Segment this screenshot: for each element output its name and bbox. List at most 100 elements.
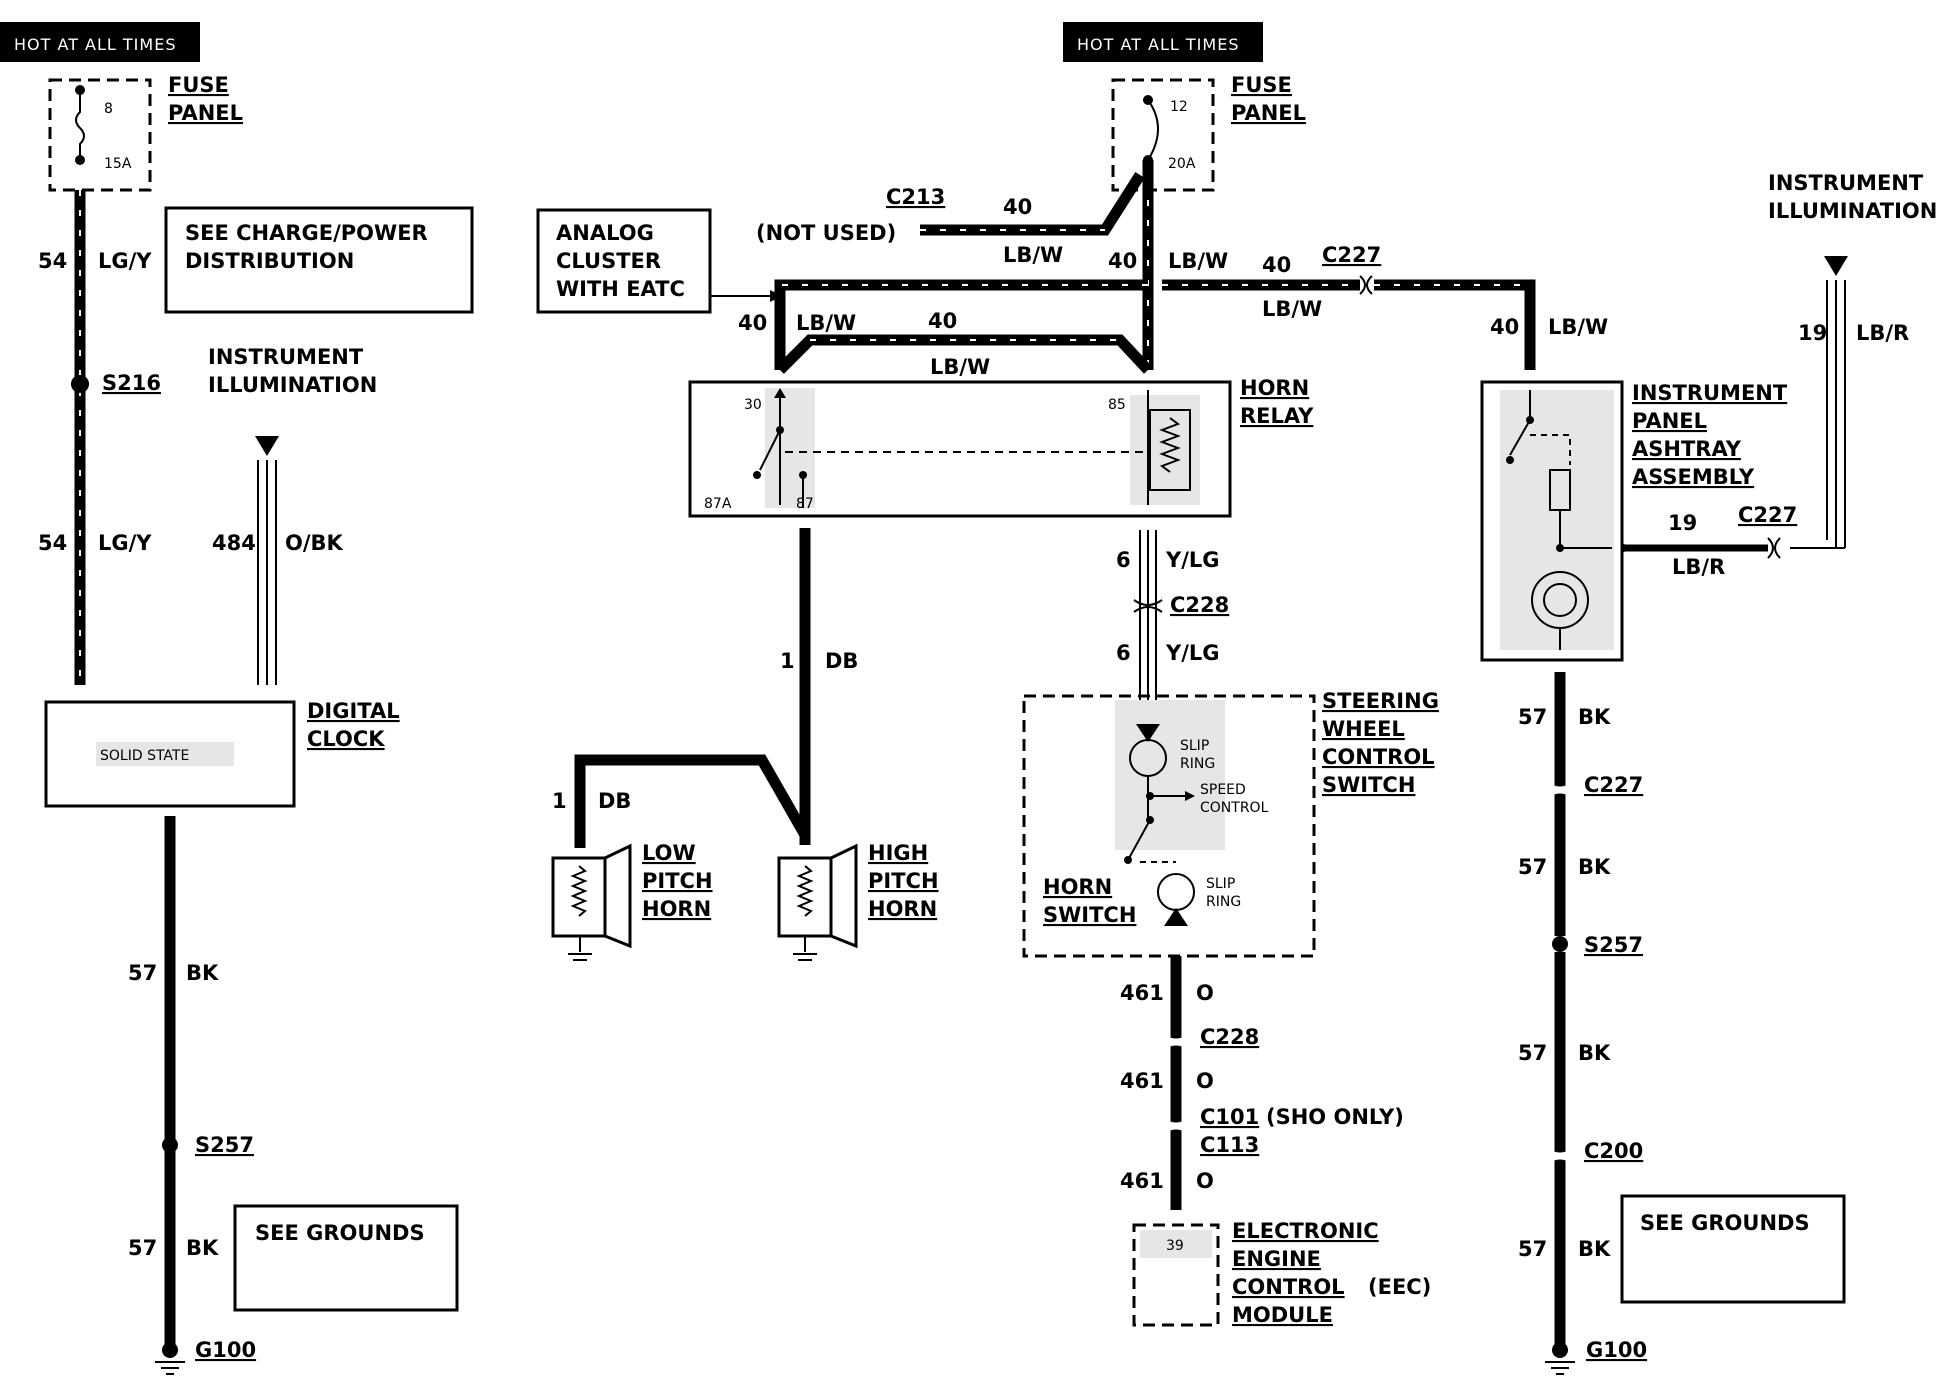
wire-40-rail-num-1: 40 — [738, 311, 767, 335]
wire-40-c213-color: LB/W — [1003, 243, 1063, 267]
wire-57-left-color-2: BK — [186, 1236, 219, 1260]
wire-461-color-2: O — [1196, 1069, 1214, 1093]
wire-461-color-1: O — [1196, 981, 1214, 1005]
middle-circuit: HOT AT ALL TIMES 12 20A FUSE PANEL C213 … — [536, 22, 1439, 1327]
steering-wheel-control-switch — [1022, 694, 1316, 958]
wire-57-left-color-1: BK — [186, 961, 219, 985]
wire-57-right-color-4: BK — [1578, 1237, 1611, 1261]
hot-label-mid: HOT AT ALL TIMES — [1077, 35, 1239, 54]
wire-40-main-num: 40 — [1108, 249, 1137, 273]
fuse-rating-mid: 20A — [1168, 156, 1196, 172]
c228-upper-label: C228 — [1170, 593, 1229, 617]
wire-19-num-2: 19 — [1668, 511, 1697, 535]
fuse-panel-left-label-2: PANEL — [168, 101, 243, 125]
wire-19-num-1: 19 — [1798, 321, 1827, 345]
low-horn-label-3: HORN — [642, 897, 711, 921]
g100-left-label: G100 — [195, 1338, 256, 1362]
wire-40-c213-num: 40 — [1003, 195, 1032, 219]
eec-module — [1132, 1223, 1220, 1327]
analog-line-2: CLUSTER — [556, 249, 661, 273]
wire-19-color-2: LB/R — [1672, 555, 1725, 579]
g100-right-label: G100 — [1586, 1338, 1647, 1362]
fuse-panel-mid-label-2: PANEL — [1231, 101, 1306, 125]
left-circuit: HOT AT ALL TIMES 8 15A FUSE PANEL S216 5… — [0, 22, 474, 1375]
fuse-number-left: 8 — [104, 101, 113, 117]
digital-clock-label-2: CLOCK — [307, 727, 385, 751]
charge-power-line-1: SEE CHARGE/POWER — [185, 221, 428, 245]
analog-cluster-note — [536, 208, 712, 314]
c228-lower-label: C228 — [1200, 1025, 1259, 1049]
wire-40-right-num-2: 40 — [1490, 315, 1519, 339]
c101-label: C101 — [1200, 1105, 1259, 1129]
solid-state-label: SOLID STATE — [100, 748, 189, 764]
wire-57-left-num-2: 57 — [128, 1236, 157, 1260]
low-pitch-horn — [551, 856, 607, 938]
wire-19-color-1: LB/R — [1856, 321, 1909, 345]
illumination-arrow-left — [255, 436, 279, 456]
wire-40-rail-num-2: 40 — [928, 309, 957, 333]
wire-54-num-2: 54 — [38, 531, 67, 555]
see-grounds-right-text: SEE GROUNDS — [1640, 1211, 1810, 1235]
right-circuit: 40 C227 LB/W 40 LB/W INSTRUMENT ILLUMINA… — [1162, 171, 1937, 1375]
fuse-rating-left: 15A — [104, 156, 132, 172]
wire-40-main-color: LB/W — [1168, 249, 1228, 273]
wire-484-color: O/BK — [285, 531, 344, 555]
c227-lower-label: C227 — [1584, 773, 1643, 797]
high-pitch-horn — [777, 856, 833, 938]
wire-40-right-color-1: LB/W — [1262, 297, 1322, 321]
hot-label-left-bg — [0, 22, 200, 62]
digital-clock-label-1: DIGITAL — [307, 699, 400, 723]
speed-label: SPEED — [1200, 782, 1246, 798]
steering-label-3: CONTROL — [1322, 745, 1435, 769]
wire-57-right-num-4: 57 — [1518, 1237, 1547, 1261]
c227-right — [1767, 537, 1781, 559]
wire-54-color-2: LG/Y — [98, 531, 152, 555]
wire-54-num-1: 54 — [38, 249, 67, 273]
slip-ring-2-label-2: RING — [1206, 894, 1241, 910]
eec-label-2: ENGINE — [1232, 1247, 1321, 1271]
wire-6-num-1: 6 — [1116, 548, 1131, 572]
instrument-illumination-right-2: ILLUMINATION — [1768, 199, 1937, 223]
wire-40-rail-color-1: LB/W — [796, 311, 856, 335]
ashtray-label-3: ASHTRAY — [1632, 437, 1742, 461]
eec-label-4: MODULE — [1232, 1303, 1333, 1327]
relay-pin-85: 85 — [1108, 397, 1126, 413]
slip-ring-1-label-2: RING — [1180, 756, 1215, 772]
eec-label-1: ELECTRONIC — [1232, 1219, 1379, 1243]
horn-relay-label-1: HORN — [1240, 376, 1309, 400]
s216-label: S216 — [102, 371, 161, 395]
c227-upper — [1359, 275, 1373, 295]
wire-40-rail-bottom — [776, 334, 1153, 374]
wire-57-right-color-1: BK — [1578, 705, 1611, 729]
c113-label: C113 — [1200, 1133, 1259, 1157]
c227-right-label: C227 — [1738, 503, 1797, 527]
instrument-illumination-left-1: INSTRUMENT — [208, 345, 364, 369]
wire-40-right-color-2: LB/W — [1548, 315, 1608, 339]
control-label: CONTROL — [1200, 800, 1269, 816]
s257-right-label: S257 — [1584, 933, 1643, 957]
see-grounds-right — [1620, 1194, 1846, 1304]
hot-label-mid-bg — [1063, 22, 1263, 62]
wire-6-color-2: Y/LG — [1165, 641, 1220, 665]
wire-6-num-2: 6 — [1116, 641, 1131, 665]
wire-461-num-3: 461 — [1120, 1169, 1164, 1193]
wire-1-color-1: DB — [825, 649, 858, 673]
high-horn-label-2: PITCH — [868, 869, 939, 893]
high-horn-label-3: HORN — [868, 897, 937, 921]
low-horn-label-1: LOW — [642, 841, 696, 865]
ashtray-label-4: ASSEMBLY — [1632, 465, 1755, 489]
fuse-panel-mid-label-1: FUSE — [1231, 73, 1292, 97]
wire-461-num-2: 461 — [1120, 1069, 1164, 1093]
fuse-panel-left-label-1: FUSE — [168, 73, 229, 97]
see-charge-power-note — [164, 206, 474, 314]
not-used-label: (NOT USED) — [756, 221, 896, 245]
wire-57-left-num-1: 57 — [128, 961, 157, 985]
eec-pin: 39 — [1166, 1238, 1184, 1254]
fuse-number-mid: 12 — [1170, 99, 1188, 115]
wire-57-right-num-3: 57 — [1518, 1041, 1547, 1065]
relay-pin-87: 87 — [796, 496, 814, 512]
splice-s257-right — [1552, 936, 1568, 952]
low-horn-label-2: PITCH — [642, 869, 713, 893]
wire-57-right-color-2: BK — [1578, 855, 1611, 879]
